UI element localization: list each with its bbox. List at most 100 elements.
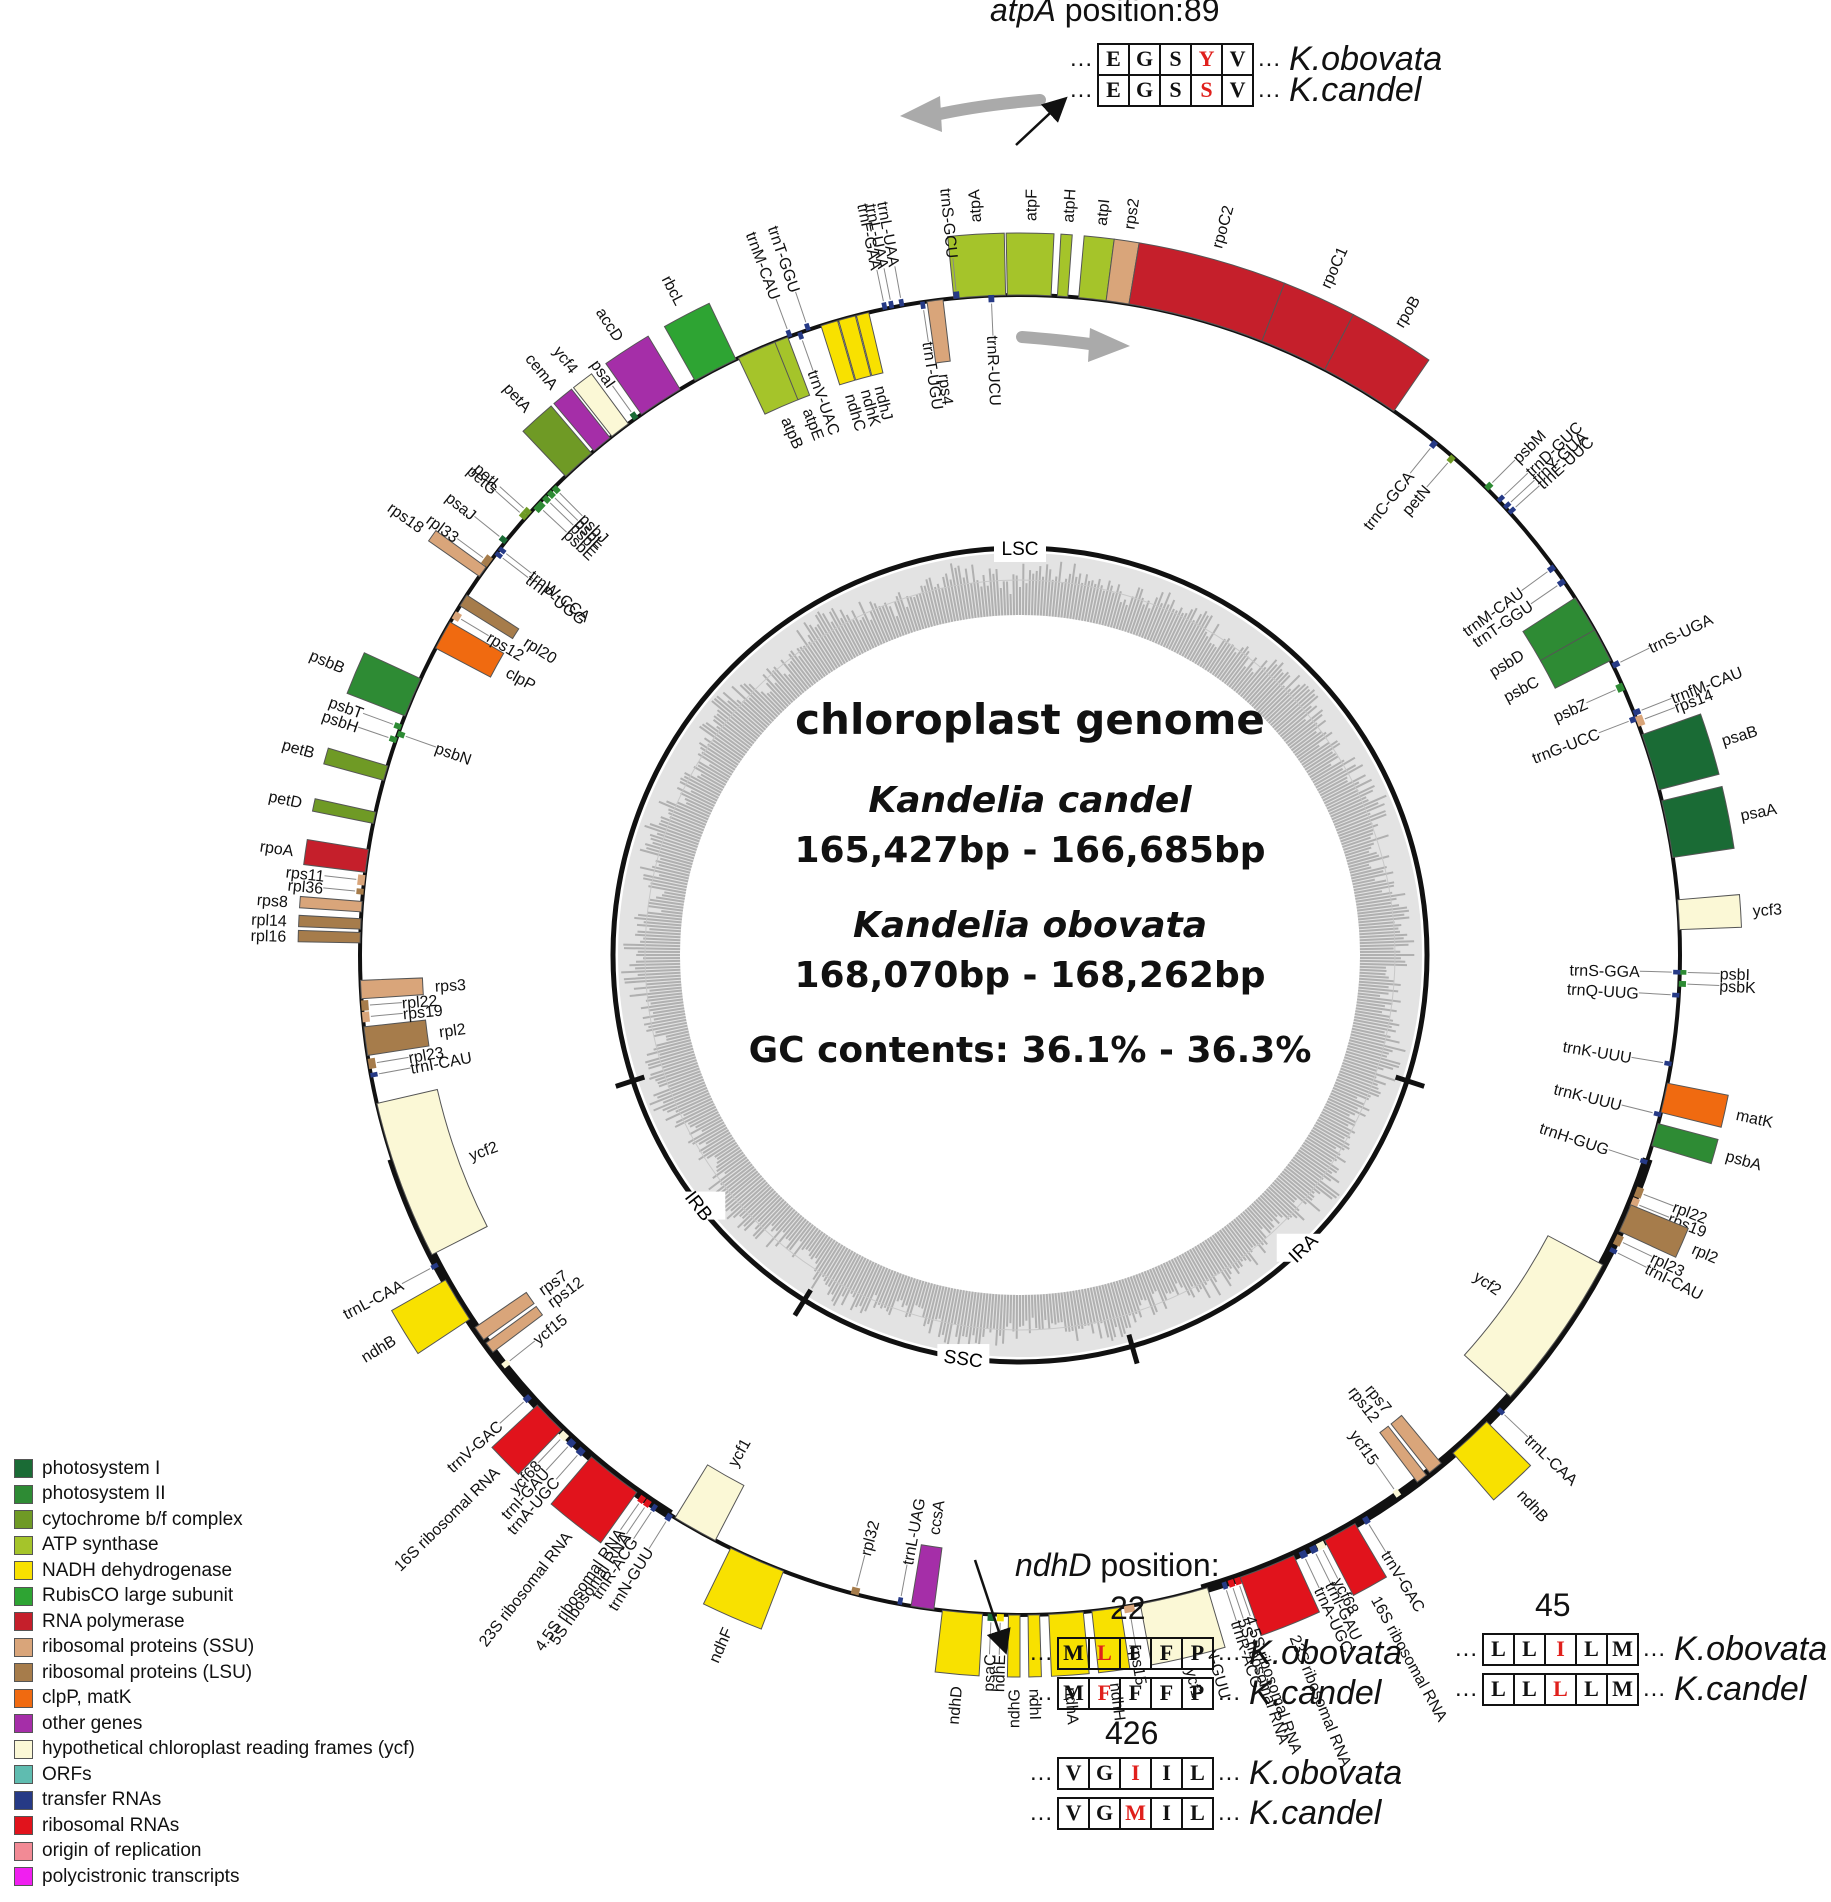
gene-label: psbK <box>1719 979 1757 998</box>
residue: E <box>1099 75 1131 105</box>
gene-leader-line <box>1504 1414 1529 1438</box>
arrow-clockwise <box>1016 331 1096 350</box>
gene-label: rbcL <box>658 273 687 309</box>
gene-leader-line <box>1598 720 1629 734</box>
gene-label: psaJ <box>442 490 479 524</box>
gene-rps19 <box>361 1011 371 1023</box>
region-label-lsc: LSC <box>1002 539 1039 560</box>
gene-leader-line <box>648 1521 667 1549</box>
gene-rbcl <box>663 302 737 382</box>
gene-label: accD <box>592 305 626 345</box>
legend-swatch <box>14 1535 33 1555</box>
gene-trnfm-cau <box>1632 707 1642 717</box>
residue: L <box>1515 1634 1547 1664</box>
gene-trnr-ucu <box>988 294 995 303</box>
legend-item: NADH dehydrogenase <box>14 1558 415 1584</box>
legend-item: photosystem I <box>14 1456 415 1482</box>
residue-variant: M <box>1121 1798 1153 1828</box>
gene-leader-line <box>545 1446 569 1471</box>
gene-trnk-uuu <box>1653 1110 1662 1118</box>
residue-variant: I <box>1121 1758 1153 1788</box>
residue: F <box>1152 1678 1184 1708</box>
gene-16s-ribosomal-rna <box>1324 1522 1388 1597</box>
gene-rpl32 <box>850 1586 861 1596</box>
gene-leader-line <box>1586 689 1616 704</box>
gene-label: psbN <box>433 740 474 769</box>
gene-label: trnK-UUU <box>1552 1081 1623 1114</box>
gene-leader-line <box>370 1012 403 1017</box>
gene-leader-line <box>1620 647 1650 663</box>
gene-leader-line <box>1521 571 1548 591</box>
legend-item: hypothetical chloroplast reading frames … <box>14 1737 415 1763</box>
legend-swatch <box>14 1816 33 1836</box>
residue-variant: S <box>1192 75 1224 105</box>
residue: V <box>1059 1798 1091 1828</box>
region-label-bg <box>1276 1233 1329 1262</box>
gene-label: trnS-GGA <box>1569 962 1640 981</box>
residue: F <box>1121 1638 1153 1668</box>
species-label: K.candel <box>1249 1673 1382 1712</box>
legend-item: RubisCO large subunit <box>14 1584 415 1610</box>
gene-label: ndhG <box>1006 1689 1023 1728</box>
gene-leader-line <box>894 266 902 298</box>
gene-trnq-uug <box>1672 992 1680 998</box>
gene-trnv-uac <box>797 331 805 340</box>
arrow-clockwise-head <box>1088 328 1130 362</box>
ellipsis: ... <box>1070 45 1094 72</box>
gene-label: rps2 <box>1122 197 1143 230</box>
species-name-obovata: Kandelia obovata <box>852 905 1207 946</box>
gene-trnd-guc <box>1496 494 1506 503</box>
residue: G <box>1130 44 1162 74</box>
legend-item: ribosomal RNAs <box>14 1813 415 1839</box>
legend-label: transfer RNAs <box>42 1789 162 1811</box>
gene-psbf <box>541 494 552 505</box>
gene-leader-line <box>376 1056 409 1064</box>
gene-label: atpF <box>1023 189 1040 221</box>
gene-leader-line <box>1315 1553 1331 1583</box>
gene-label: psaB <box>1720 723 1760 750</box>
gene-23s-ribosomal-rna <box>550 1456 638 1544</box>
gene-leader-line <box>1232 1587 1244 1619</box>
gene-leader-line <box>1641 697 1672 711</box>
gene-psbn <box>396 730 406 739</box>
gene-label: rpl16 <box>250 928 286 946</box>
gene-psbh <box>388 735 398 744</box>
gene-leader-line <box>1638 992 1671 996</box>
region-label-bg <box>673 1191 726 1220</box>
gene-psaj <box>498 535 508 545</box>
residue: V <box>1059 1758 1091 1788</box>
residue: L <box>1577 1634 1609 1664</box>
legend-label: hypothetical chloroplast reading frames … <box>42 1738 415 1760</box>
gene-leader-line <box>612 385 632 413</box>
gene-leader-line <box>626 1507 645 1535</box>
legend-swatch <box>14 1612 33 1632</box>
center-title: chloroplast genome <box>795 695 1265 744</box>
gene-trnv-gac <box>522 1394 532 1404</box>
ellipsis: ... <box>1455 1635 1479 1662</box>
ellipsis: ... <box>1030 1799 1054 1826</box>
gene-label: ycf2 <box>467 1139 500 1165</box>
gene-label: rpl14 <box>251 912 287 931</box>
gene-ycf2 <box>1463 1235 1604 1398</box>
gene-leader-line <box>1504 472 1529 496</box>
gene-rpl2 <box>1618 1204 1689 1258</box>
ellipsis: ... <box>1218 1799 1242 1826</box>
gene-leader-line <box>369 1002 402 1006</box>
region-label-bg <box>937 1344 990 1373</box>
gene-trni-gau <box>566 1438 577 1449</box>
gene-leader-line <box>801 340 814 371</box>
legend-swatch <box>14 1586 33 1606</box>
legend-item: ribosomal proteins (SSU) <box>14 1635 415 1661</box>
ellipsis: ... <box>1258 76 1282 103</box>
gene-psaa <box>1661 785 1735 859</box>
gene-trns-gcu <box>953 291 960 299</box>
legend-label: other genes <box>42 1712 143 1734</box>
residue: F <box>1121 1678 1153 1708</box>
legend-swatch <box>14 1688 33 1708</box>
gene-label: trnR-UCU <box>983 335 1003 406</box>
gene-leader-line <box>856 1555 866 1587</box>
gene-trnl-uaa <box>898 298 905 307</box>
ellipsis: ... <box>1218 1759 1242 1786</box>
gc-content-ring <box>618 553 1422 1357</box>
